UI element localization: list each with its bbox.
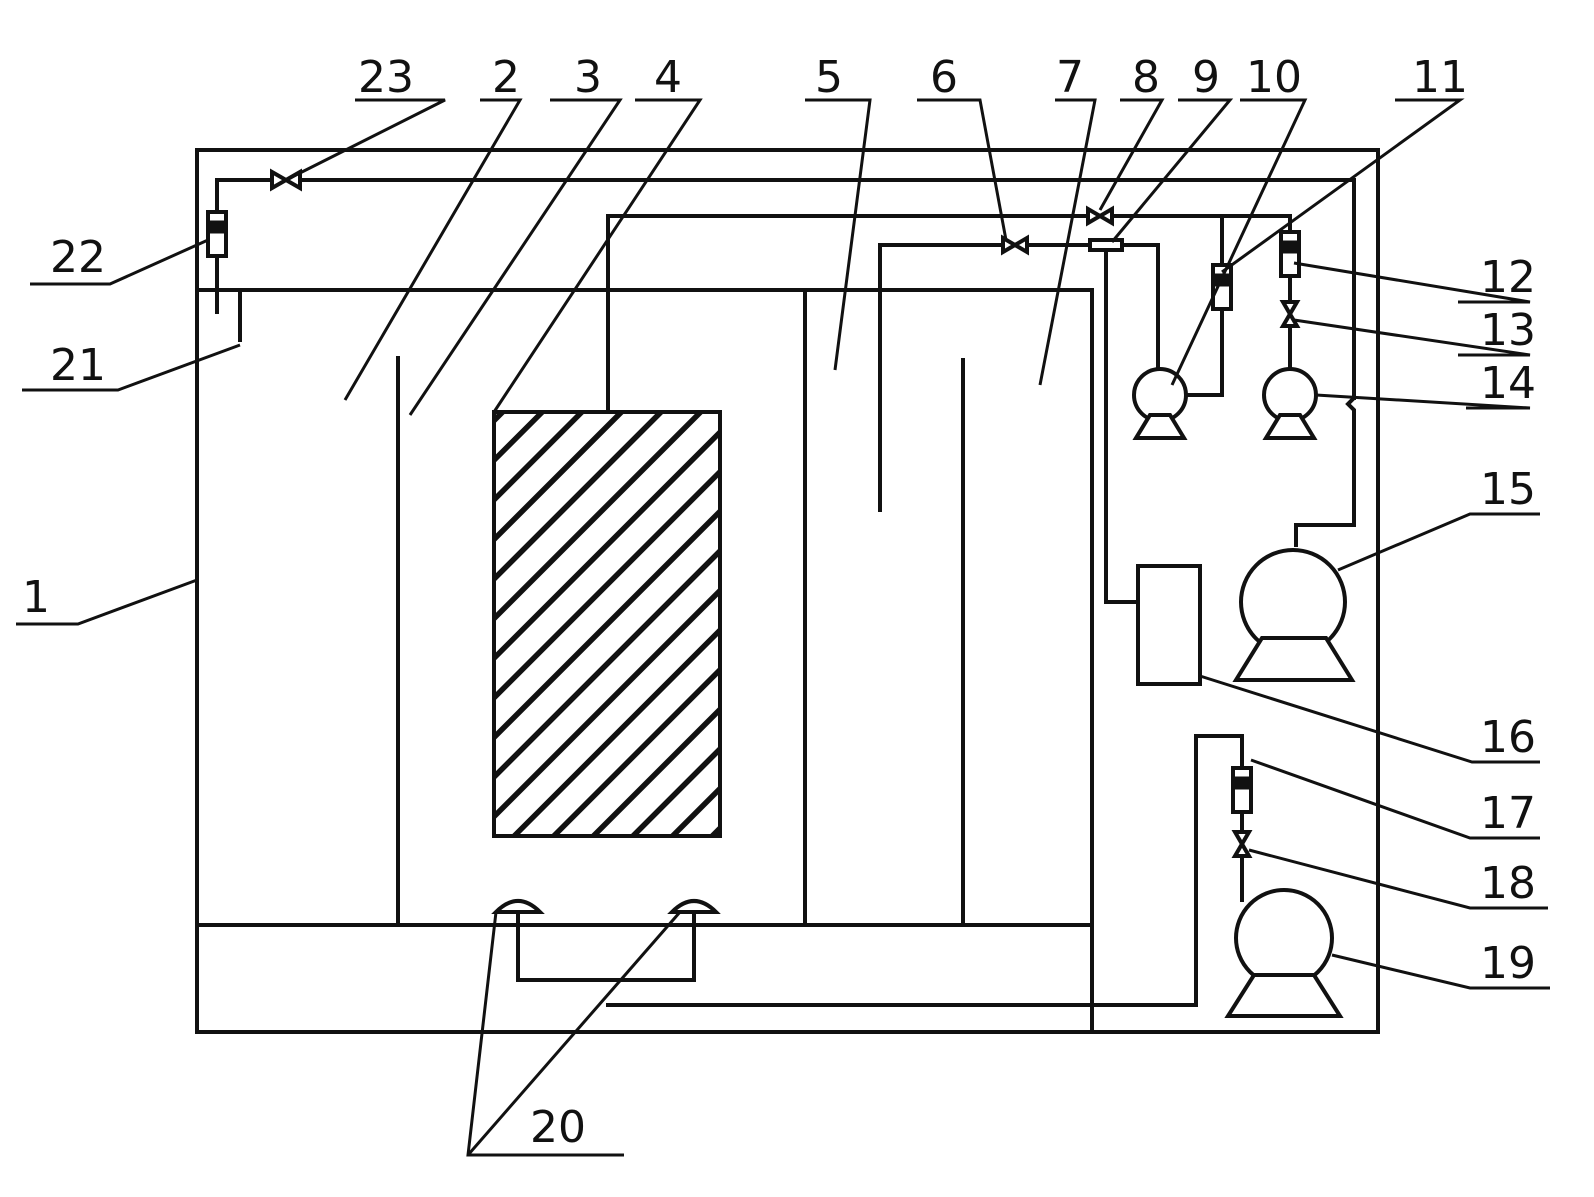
tank-16 xyxy=(1136,564,1202,686)
valve-6-icon xyxy=(1001,234,1029,256)
label-3: 3 xyxy=(574,52,602,103)
label-14: 14 xyxy=(1480,358,1536,409)
aeration-branch xyxy=(516,910,696,982)
valve-8-icon xyxy=(1086,205,1114,227)
label-6: 6 xyxy=(930,52,958,103)
diffuser-20a-icon xyxy=(491,899,545,914)
valve-23-icon xyxy=(270,168,302,192)
label-22: 22 xyxy=(50,232,106,283)
aeration-pipe xyxy=(606,734,1244,1007)
label-18: 18 xyxy=(1480,858,1536,909)
flowmeter-22-icon xyxy=(206,210,228,258)
pipe-to-tank-16 xyxy=(1104,248,1140,604)
flowmeter-17-icon xyxy=(1231,766,1253,814)
pipe-6 xyxy=(878,243,1160,394)
label-20: 20 xyxy=(530,1102,586,1153)
label-17: 17 xyxy=(1480,788,1536,839)
diffuser-20b-icon xyxy=(667,899,721,914)
label-1: 1 xyxy=(22,572,50,623)
label-8: 8 xyxy=(1132,52,1160,103)
label-23: 23 xyxy=(358,52,414,103)
membrane-module xyxy=(492,410,722,838)
label-2: 2 xyxy=(492,52,520,103)
permeate-pipe xyxy=(606,214,1292,414)
blower-15-icon xyxy=(1232,548,1356,682)
label-7: 7 xyxy=(1056,52,1084,103)
label-21: 21 xyxy=(50,340,106,391)
valve-18-icon xyxy=(1231,830,1253,858)
label-4: 4 xyxy=(654,52,682,103)
label-5: 5 xyxy=(815,52,843,103)
pump-14-icon xyxy=(1262,367,1318,440)
pump-10-icon xyxy=(1132,367,1188,440)
leader-lines xyxy=(16,98,1550,1157)
valve-13-icon xyxy=(1279,300,1301,328)
label-16: 16 xyxy=(1480,712,1536,763)
label-15: 15 xyxy=(1480,464,1536,515)
label-12: 12 xyxy=(1480,252,1536,303)
outer-frame xyxy=(195,148,1380,1034)
flowmeter-12-icon xyxy=(1279,230,1301,278)
label-11: 11 xyxy=(1412,52,1468,103)
label-9: 9 xyxy=(1192,52,1220,103)
label-10: 10 xyxy=(1246,52,1302,103)
label-13: 13 xyxy=(1480,305,1536,356)
air-return-pipe-bend xyxy=(1294,395,1357,547)
label-19: 19 xyxy=(1480,938,1536,989)
pump-19-icon xyxy=(1224,888,1344,1018)
